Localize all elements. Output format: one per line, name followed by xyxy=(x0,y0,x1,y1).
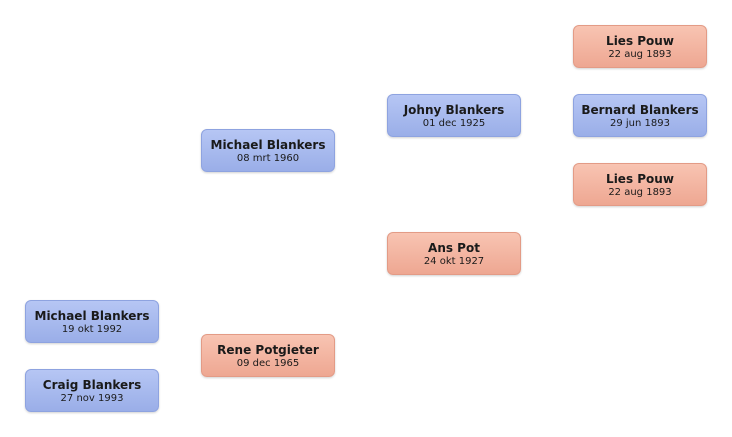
person-card-michael-blankers-1992[interactable]: Michael Blankers 19 okt 1992 xyxy=(25,300,159,343)
person-name: Lies Pouw xyxy=(606,172,674,186)
person-card-lies-pouw-bottom[interactable]: Lies Pouw 22 aug 1893 xyxy=(573,163,707,206)
person-card-craig-blankers[interactable]: Craig Blankers 27 nov 1993 xyxy=(25,369,159,412)
person-name: Michael Blankers xyxy=(210,138,326,152)
person-card-rene-potgieter[interactable]: Rene Potgieter 09 dec 1965 xyxy=(201,334,335,377)
person-card-johny-blankers[interactable]: Johny Blankers 01 dec 1925 xyxy=(387,94,521,137)
person-name: Rene Potgieter xyxy=(217,343,319,357)
person-birth-date: 01 dec 1925 xyxy=(422,118,486,129)
person-card-lies-pouw-top[interactable]: Lies Pouw 22 aug 1893 xyxy=(573,25,707,68)
person-birth-date: 22 aug 1893 xyxy=(608,187,672,198)
person-name: Bernard Blankers xyxy=(581,103,699,117)
person-name: Michael Blankers xyxy=(34,309,150,323)
person-birth-date: 09 dec 1965 xyxy=(236,358,300,369)
person-card-michael-blankers-1960[interactable]: Michael Blankers 08 mrt 1960 xyxy=(201,129,335,172)
person-card-ans-pot[interactable]: Ans Pot 24 okt 1927 xyxy=(387,232,521,275)
person-name: Ans Pot xyxy=(428,241,480,255)
person-name: Craig Blankers xyxy=(42,378,142,392)
person-birth-date: 27 nov 1993 xyxy=(60,393,124,404)
person-birth-date: 19 okt 1992 xyxy=(61,324,123,335)
person-card-bernard-blankers[interactable]: Bernard Blankers 29 jun 1893 xyxy=(573,94,707,137)
person-birth-date: 24 okt 1927 xyxy=(423,256,485,267)
person-birth-date: 08 mrt 1960 xyxy=(236,153,300,164)
person-name: Johny Blankers xyxy=(403,103,505,117)
person-name: Lies Pouw xyxy=(606,34,674,48)
person-birth-date: 22 aug 1893 xyxy=(608,49,672,60)
person-birth-date: 29 jun 1893 xyxy=(610,118,670,129)
